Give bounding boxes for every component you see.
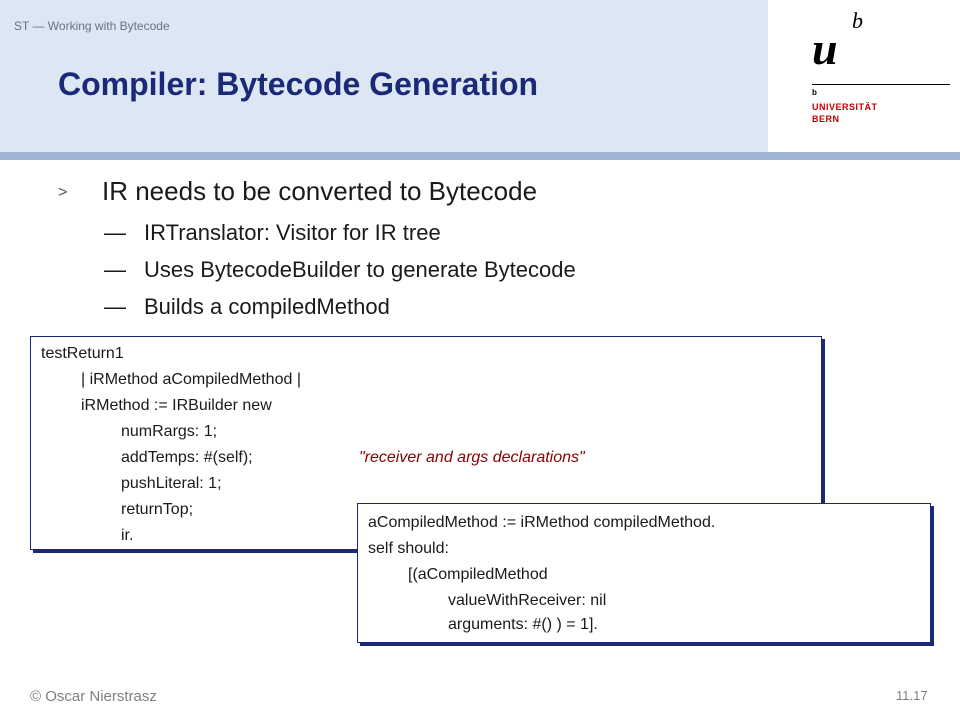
code-line: ir. bbox=[121, 527, 134, 544]
code-line: self should: bbox=[368, 540, 449, 557]
main-bullet-text: IR needs to be converted to Bytecode bbox=[102, 176, 538, 206]
logo-small-b: b bbox=[812, 88, 817, 97]
dash-icon: — bbox=[104, 220, 126, 245]
code-comment: "receiver and args declarations" bbox=[359, 449, 585, 466]
bullet-marker-icon: > bbox=[58, 184, 68, 201]
code-line: arguments: #() ) = 1]. bbox=[448, 616, 598, 633]
code-box-assertion: aCompiledMethod := iRMethod compiledMeth… bbox=[357, 503, 931, 643]
university-logo: u b b UNIVERSITÄT BERN bbox=[806, 8, 956, 128]
code-line: testReturn1 bbox=[41, 345, 124, 362]
footer-author: © Oscar Nierstrasz bbox=[30, 688, 157, 705]
logo-universitat: UNIVERSITÄT bbox=[812, 102, 878, 112]
header-band bbox=[0, 0, 768, 152]
code-line: numRargs: 1; bbox=[121, 423, 218, 440]
sub-bullet-text: Builds a compiledMethod bbox=[144, 294, 390, 319]
sub-bullet-text: Uses BytecodeBuilder to generate Bytecod… bbox=[144, 257, 576, 282]
code-line: addTemps: #(self); bbox=[121, 449, 253, 466]
sub-bullet-text: IRTranslator: Visitor for IR tree bbox=[144, 220, 441, 245]
code-line: iRMethod := IRBuilder new bbox=[81, 397, 272, 414]
course-label: ST — Working with Bytecode bbox=[14, 19, 170, 33]
dash-icon: — bbox=[104, 294, 126, 319]
page-number: 11.17 bbox=[896, 688, 928, 703]
logo-u: u bbox=[812, 23, 838, 74]
sub-bullet: — Builds a compiledMethod bbox=[104, 294, 390, 320]
logo-divider bbox=[812, 84, 950, 85]
logo-bern: BERN bbox=[812, 114, 840, 124]
slide-title: Compiler: Bytecode Generation bbox=[58, 66, 539, 102]
code-line: [(aCompiledMethod bbox=[408, 566, 548, 583]
sub-bullet: — Uses BytecodeBuilder to generate Byteco… bbox=[104, 257, 576, 283]
header-rule bbox=[0, 152, 960, 160]
code-line: valueWithReceiver: nil bbox=[448, 592, 607, 609]
code-line: aCompiledMethod := iRMethod compiledMeth… bbox=[368, 514, 716, 531]
logo-b: b bbox=[852, 8, 863, 33]
code-line: returnTop; bbox=[121, 501, 194, 518]
dash-icon: — bbox=[104, 257, 126, 282]
code-line: pushLiteral: 1; bbox=[121, 475, 222, 492]
sub-bullet: — IRTranslator: Visitor for IR tree bbox=[104, 220, 441, 246]
code-line: | iRMethod aCompiledMethod | bbox=[81, 371, 301, 388]
